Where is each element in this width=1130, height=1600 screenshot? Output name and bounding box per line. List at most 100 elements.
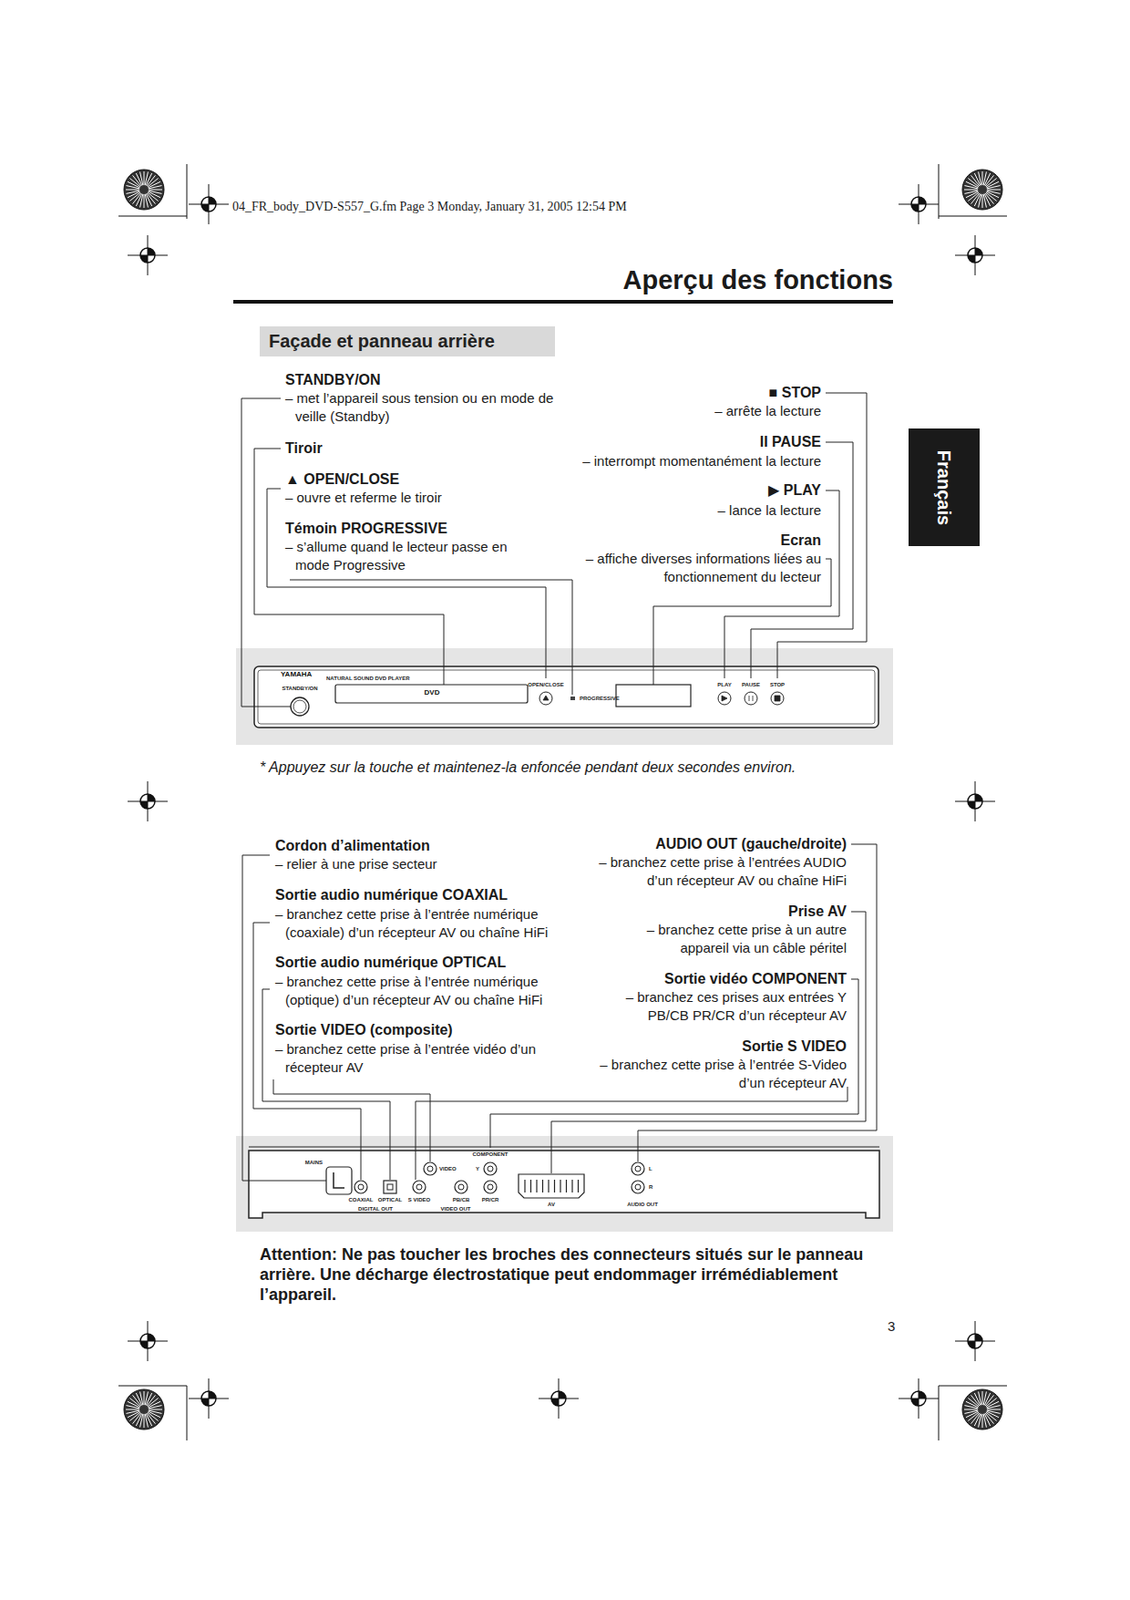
device-marking: AUDIO OUT	[626, 1201, 658, 1208]
starburst-mark	[978, 172, 982, 186]
callout-heading: ▲ OPEN/CLOSE	[285, 470, 400, 489]
callout-heading: ▶ PLAY	[768, 481, 822, 500]
crop-line	[938, 215, 1007, 217]
rear-panel	[547, 1179, 549, 1192]
crop-line	[938, 164, 940, 219]
starburst-mark	[126, 190, 141, 194]
warning-note: Attention: Ne pas toucher les broches de…	[259, 1243, 889, 1305]
device-marking: VIDEO OUT	[440, 1205, 471, 1213]
registration-mark	[127, 780, 168, 822]
starburst-mark	[986, 1408, 1001, 1410]
rear-panel	[635, 1183, 641, 1190]
device-marking: AV	[547, 1201, 555, 1208]
callout-text: – s’allume quand le lecteur passe en mod…	[285, 537, 528, 575]
registration-mark	[955, 780, 996, 822]
starburst-mark	[143, 194, 145, 208]
leader-line	[241, 392, 867, 707]
starburst-mark	[125, 189, 140, 191]
starburst-mark	[123, 169, 1003, 1429]
callout-heading: Sortie audio numérique OPTICAL	[275, 953, 506, 972]
rear-panel	[248, 1146, 880, 1148]
device-marking: NATURAL SOUND DVD PLAYER	[326, 675, 411, 682]
device-marking: R	[648, 1183, 653, 1191]
device-marking: STOP	[770, 681, 785, 689]
starburst-mark	[965, 1409, 979, 1413]
starburst-mark	[962, 169, 1003, 210]
starburst-mark	[148, 1408, 163, 1410]
front-panel	[254, 666, 879, 728]
crop-line	[118, 164, 1007, 1440]
rear-panel	[333, 1171, 345, 1188]
rear-panel	[565, 1179, 567, 1192]
panel-ground	[236, 647, 894, 745]
rear-panel	[571, 1179, 573, 1192]
callout-heading: Sortie vidéo COMPONENT	[664, 969, 847, 988]
leader-line	[242, 843, 877, 1181]
node-text: Français	[933, 449, 956, 524]
rear-panel	[383, 1180, 397, 1193]
device-marking: VIDEO	[439, 1165, 457, 1172]
starburst-mark	[148, 1405, 163, 1408]
rear-panel	[631, 1161, 645, 1175]
starburst-mark	[144, 1413, 148, 1428]
leader-line	[267, 488, 546, 678]
section-band: Façade et panneau arrière	[259, 326, 555, 357]
starburst-mark	[978, 1391, 982, 1406]
callout-heading: Témoin PROGRESSIVE	[285, 519, 448, 538]
starburst-mark	[126, 1409, 141, 1413]
starburst-mark	[983, 1413, 987, 1428]
rear-panel	[326, 1166, 352, 1194]
starburst-mark	[986, 189, 1001, 191]
rear-panel	[248, 1146, 880, 1218]
registration-mark	[188, 184, 229, 225]
rear-panel	[523, 1179, 525, 1192]
starburst-mark	[962, 169, 1003, 210]
registration-mark	[127, 1320, 168, 1361]
device-marking: OPTICAL	[378, 1196, 402, 1203]
rear-panel	[535, 1179, 537, 1192]
starburst-mark	[986, 185, 1001, 189]
page-number: 3	[887, 1317, 895, 1335]
rear-panel	[577, 1179, 579, 1192]
callout-heading: ■ STOP	[769, 383, 822, 402]
starburst-mark	[964, 189, 978, 191]
registration-mark	[127, 184, 996, 1418]
leader-line	[490, 978, 859, 1148]
leader-line	[273, 1078, 431, 1161]
rear-panel	[354, 1180, 368, 1193]
callout-text: – branchez cette prise à un autre appare…	[627, 920, 847, 957]
starburst-mark	[143, 1390, 145, 1405]
callout-text: – branchez cette prise à l’entrée S-Vide…	[582, 1055, 847, 1092]
leader-line	[242, 854, 327, 1181]
callout-heading: Prise AV	[788, 902, 847, 921]
front-panel	[570, 696, 576, 700]
leader-line	[262, 988, 391, 1180]
device-marking: DVD	[424, 688, 441, 697]
title-rule	[233, 299, 894, 304]
callout-heading: STANDBY/ON	[285, 370, 381, 390]
starburst-mark	[982, 194, 984, 208]
rear-panel	[416, 1183, 422, 1190]
callout-heading: Cordon d’alimentation	[275, 836, 431, 855]
callout-text: – branchez cette prise à l’entrée numéri…	[275, 904, 582, 942]
front-panel	[744, 691, 758, 705]
registration-mark	[955, 235, 996, 276]
leader-line	[289, 579, 573, 695]
starburst-mark	[143, 171, 145, 185]
leader-line	[241, 398, 291, 707]
registration-mark	[538, 1377, 579, 1418]
footnote: * Appuyez sur la touche et maintenez-la …	[259, 758, 796, 777]
callout-heading: Sortie VIDEO (composite)	[275, 1020, 453, 1039]
language-tab: Français	[908, 428, 980, 546]
callout-text: – affiche diverses informations liées au…	[575, 549, 822, 586]
callout-text: – branchez cette prise à l’entrée numéri…	[275, 972, 582, 1009]
rear-panel	[423, 1161, 437, 1175]
rear-panel	[518, 1173, 585, 1198]
crop-line	[938, 1385, 1007, 1387]
device-marking: STANDBY/ON	[281, 685, 318, 692]
rear-panel	[487, 1183, 494, 1190]
node-text: Façade et panneau arrière	[268, 330, 495, 351]
callout-text: – branchez ces prises aux entrées Y PB/C…	[618, 987, 847, 1025]
file-header: 04_FR_body_DVD-S557_G.fm Page 3 Monday, …	[232, 198, 627, 216]
